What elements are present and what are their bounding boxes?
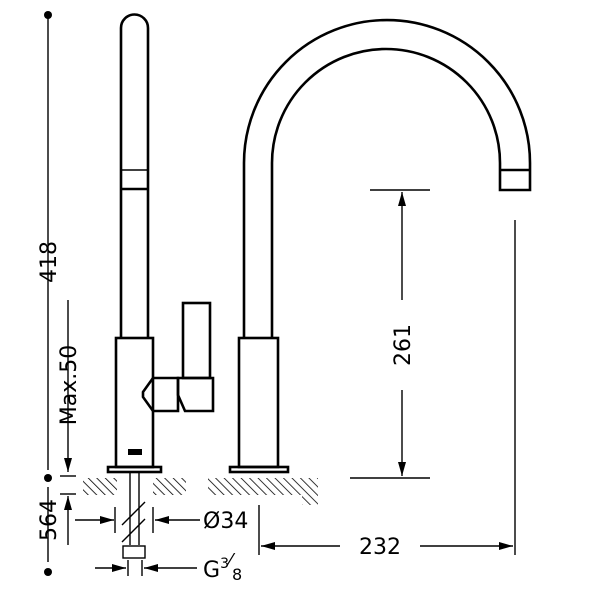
countertop-right — [208, 478, 318, 505]
dim-spout-reach: 232 — [359, 535, 401, 560]
swivel-spout — [242, 18, 532, 338]
faucet-front-view — [228, 18, 532, 474]
dim-total-height: 418 — [37, 241, 62, 283]
countertop-left — [83, 478, 186, 495]
dim-hole-diameter: Ø34 — [203, 509, 248, 534]
faucet-side-view — [106, 13, 215, 474]
dim-spout-height: 261 — [391, 324, 416, 366]
dim-thread: G3⁄8 — [203, 550, 242, 584]
dim-max-counter: Max.50 — [57, 345, 82, 425]
indicator-mark — [128, 449, 142, 455]
base-plate-side — [106, 465, 163, 474]
handle-hub — [141, 376, 180, 413]
dimension-lines — [44, 11, 516, 576]
thread-connector — [122, 545, 146, 559]
pullout-spout-side — [119, 13, 150, 338]
supply-hose — [121, 473, 146, 559]
dim-hose-length: 564 — [37, 499, 62, 541]
base-plate-front — [228, 465, 290, 474]
faucet-body-front — [237, 336, 280, 469]
handle-lever — [181, 301, 212, 380]
